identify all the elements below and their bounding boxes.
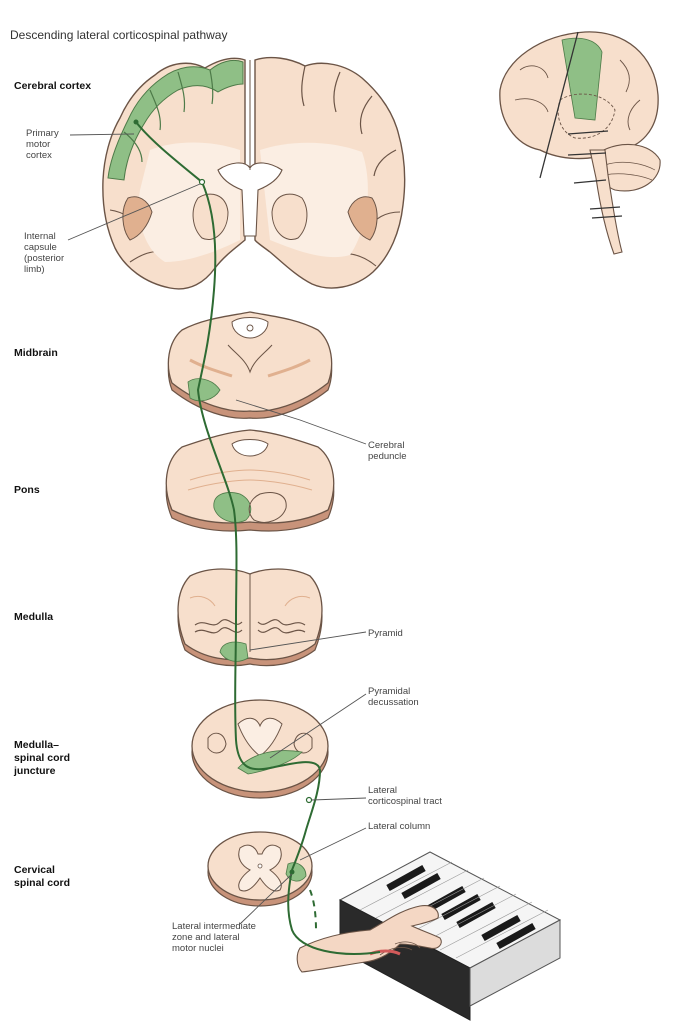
right-basal-ganglia <box>271 193 308 240</box>
label-medulla: Medulla <box>14 611 54 623</box>
medulla-spinal-juncture-section <box>191 699 329 799</box>
pyramid-region <box>219 641 249 662</box>
leader-lines <box>67 133 367 925</box>
lateral-ventricle <box>217 162 283 237</box>
pons-section <box>165 429 335 532</box>
label-cerebral-cortex: Cerebral cortex <box>14 80 92 92</box>
callout-pyramid: Pyramid <box>368 628 403 639</box>
cervical-cord-section <box>207 831 313 907</box>
callout-lateral-column: Lateral column <box>368 821 431 832</box>
coronal-brain-section <box>102 56 406 290</box>
medulla-section <box>177 568 323 667</box>
diagram-title: Descending lateral corticospinal pathway <box>10 28 228 42</box>
midbrain-section <box>167 311 333 419</box>
inset-lateral-brain <box>499 31 661 255</box>
cerebral-peduncle-region <box>187 378 221 402</box>
label-pons: Pons <box>14 484 40 496</box>
label-midbrain: Midbrain <box>14 347 58 359</box>
inset-brainstem <box>589 149 623 255</box>
pons-corticospinal-left <box>213 492 252 523</box>
left-basal-ganglia <box>192 193 229 240</box>
